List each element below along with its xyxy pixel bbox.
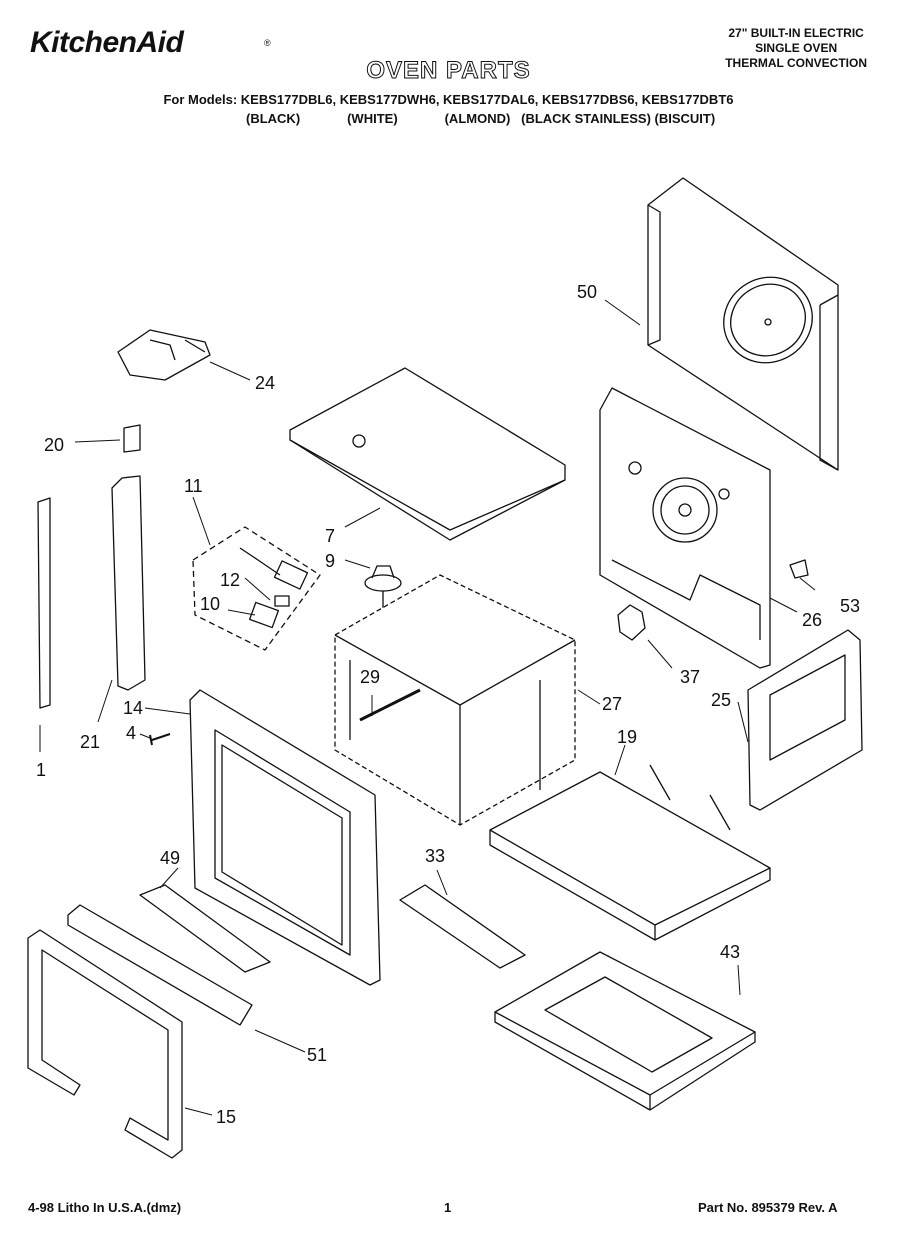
part-4-screw xyxy=(149,733,171,746)
part-label-10: 10 xyxy=(200,594,221,614)
part-label-7: 7 xyxy=(325,526,336,546)
part-label-49: 49 xyxy=(160,848,181,868)
part-label-43: 43 xyxy=(720,942,741,962)
part-14-front-frame xyxy=(189,689,381,986)
part-label-25: 25 xyxy=(711,690,732,710)
part-label-9: 9 xyxy=(325,551,336,571)
product-line-2: SINGLE OVEN xyxy=(755,41,838,55)
part-33-strip xyxy=(399,884,526,969)
part-21-side-trim xyxy=(111,475,146,691)
part-26-convection-panel xyxy=(599,387,771,669)
part-label-33: 33 xyxy=(425,846,446,866)
part-15-door-gasket xyxy=(27,929,183,1159)
part-50-back-panel xyxy=(647,177,839,471)
product-line-3: THERMAL CONVECTION xyxy=(725,56,867,70)
part-25-side-panel xyxy=(747,629,863,811)
part-label-15: 15 xyxy=(216,1107,237,1127)
part-label-26: 26 xyxy=(802,610,823,630)
leader-lines xyxy=(39,299,816,1116)
part-20-clip xyxy=(123,424,141,453)
part-label-50: 50 xyxy=(577,282,598,302)
part-label-20: 20 xyxy=(44,435,65,455)
part-24-bracket xyxy=(117,329,211,381)
part-label-37: 37 xyxy=(680,667,701,687)
part-label-12: 12 xyxy=(220,570,241,590)
part-27-oven-cavity xyxy=(334,574,576,826)
part-43-bottom-tray xyxy=(494,951,756,1111)
part-19-bottom-cover xyxy=(489,764,771,941)
part-51-vent-trim xyxy=(67,904,253,1026)
part-label-14: 14 xyxy=(123,698,144,718)
part-7-top-panel xyxy=(289,367,566,541)
part-label-24: 24 xyxy=(255,373,276,393)
part-label-51: 51 xyxy=(307,1045,328,1065)
part-label-19: 19 xyxy=(617,727,638,747)
part-label-1: 1 xyxy=(36,760,47,780)
part-label-21: 21 xyxy=(80,732,101,752)
brand-logo: KitchenAid xyxy=(30,26,184,59)
footer-litho: 4-98 Litho In U.S.A.(dmz) xyxy=(28,1200,182,1215)
part-53-clip xyxy=(789,559,809,579)
product-description: 27" BUILT-IN ELECTRIC SINGLE OVEN THERMA… xyxy=(725,26,867,71)
part-label-29: 29 xyxy=(360,667,381,687)
part-1-rail xyxy=(37,497,51,709)
part-11-wiring-group xyxy=(192,526,321,651)
footer-part-number: Part No. 895379 Rev. A xyxy=(698,1200,838,1215)
part-label-11: 11 xyxy=(184,476,203,496)
page-title: OVEN PARTS xyxy=(366,57,531,85)
part-49-strip xyxy=(139,884,271,973)
part-label-27: 27 xyxy=(602,694,623,714)
models-line: For Models: KEBS177DBL6, KEBS177DWH6, KE… xyxy=(163,92,734,107)
part-label-4: 4 xyxy=(126,723,137,743)
part-29-rod xyxy=(359,688,421,722)
brand-registered-mark: ® xyxy=(264,38,271,48)
colors-line: (BLACK) (WHITE) (ALMOND) (BLACK STAINLES… xyxy=(246,111,716,126)
footer-page-number: 1 xyxy=(444,1200,452,1215)
part-37-gasket xyxy=(617,604,646,641)
part-label-53: 53 xyxy=(840,596,861,616)
product-line-1: 27" BUILT-IN ELECTRIC xyxy=(728,26,864,40)
